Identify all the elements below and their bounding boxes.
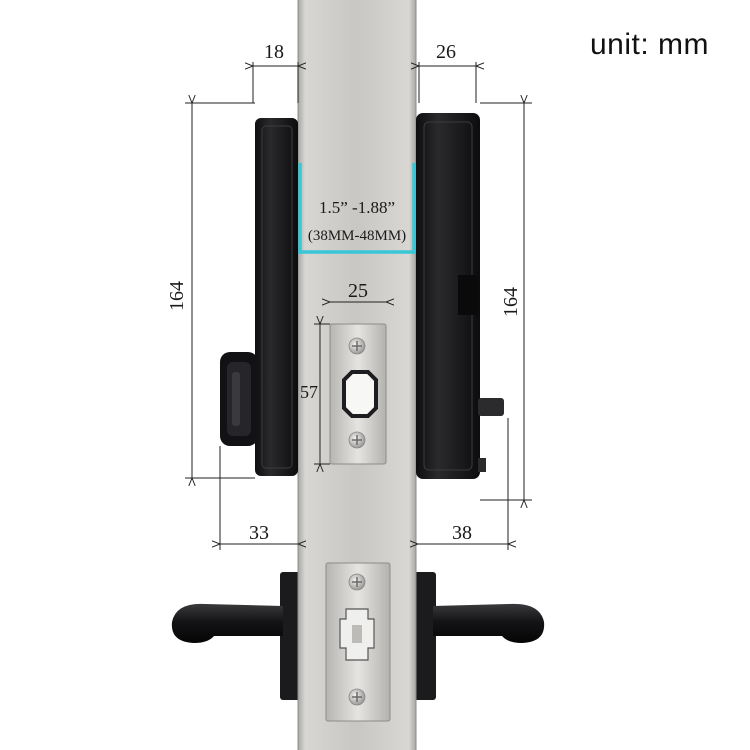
lever-handle-left	[171, 603, 283, 643]
dim-inner-offset: 18	[264, 41, 284, 63]
inner-lock-body	[220, 118, 298, 476]
door-thickness-bracket: 1.5” -1.88” (38MM-48MM)	[298, 163, 416, 254]
door-thickness-inches: 1.5” -1.88”	[319, 198, 395, 217]
dim-inner-projection: 33	[249, 522, 269, 544]
dim-inner-height: 164	[166, 281, 188, 311]
latch-faceplate	[325, 562, 391, 722]
deadbolt-bolt	[342, 370, 378, 418]
dim-outer-height: 164	[500, 287, 522, 317]
lever-inner-rose	[280, 572, 302, 700]
door-thickness-mm: (38MM-48MM)	[308, 228, 406, 244]
deadbolt-faceplate	[329, 323, 387, 465]
thumb-turn-knob	[220, 352, 258, 446]
dimension-lines	[185, 62, 532, 550]
lever-handle-right	[433, 603, 545, 643]
lever-handle-assembly	[171, 572, 545, 700]
dim-outer-offset: 26	[436, 41, 456, 63]
unit-label: unit: mm	[590, 28, 710, 61]
dim-latch-width: 25	[348, 280, 368, 302]
dim-outer-projection: 38	[452, 522, 472, 544]
outer-lock-body	[416, 113, 504, 479]
dim-latch-height: 57	[300, 382, 318, 402]
lever-outer-rose	[412, 572, 436, 700]
